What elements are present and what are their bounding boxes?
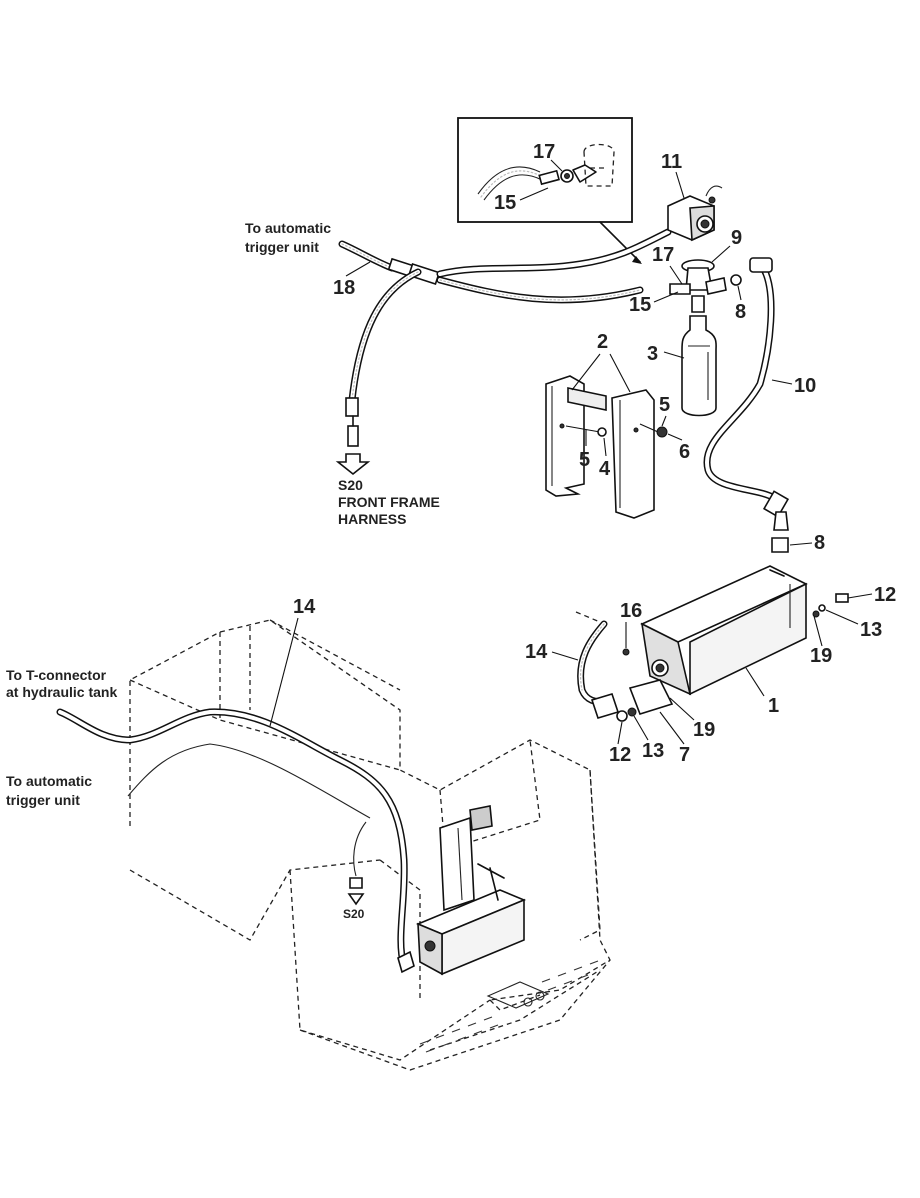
label-t-connector-2: at hydraulic tank xyxy=(6,684,117,700)
sensor-11 xyxy=(667,185,723,242)
bracket-2 xyxy=(545,375,668,519)
callout-4: 4 xyxy=(599,458,611,480)
step-grille xyxy=(419,960,599,1053)
callout-17: 17 xyxy=(652,244,674,266)
callout-1: 1 xyxy=(768,695,779,717)
callout-14-left: 14 xyxy=(293,596,316,618)
text-labels: To automatic trigger unit S20 FRONT FRAM… xyxy=(6,220,440,921)
label-front-frame: FRONT FRAME xyxy=(338,494,440,510)
valve-9 xyxy=(669,259,742,313)
callout-6: 6 xyxy=(679,441,690,463)
label-s20: S20 xyxy=(338,477,363,493)
hose-10 xyxy=(703,257,790,553)
label-t-connector-1: To T-connector xyxy=(6,667,107,683)
callout-16: 16 xyxy=(620,600,642,622)
callouts: 1 2 3 4 5 5 6 7 8 8 9 10 11 12 12 13 13 … xyxy=(269,151,896,766)
callout-19-left: 19 xyxy=(693,719,715,741)
trigger-hoses xyxy=(335,228,672,476)
callout-8-upper: 8 xyxy=(735,301,746,323)
label-to-trigger-bottom-1: To automatic xyxy=(6,773,92,789)
callout-13-left: 13 xyxy=(642,740,664,762)
hose-14-detail xyxy=(575,611,620,719)
label-to-trigger-top-1: To automatic xyxy=(245,220,331,236)
callout-5-lower: 5 xyxy=(579,449,590,471)
callout-17-inset: 17 xyxy=(533,141,555,163)
callout-13-right: 13 xyxy=(860,619,882,641)
callout-8-lower: 8 xyxy=(814,532,825,554)
callout-10: 10 xyxy=(794,375,816,397)
bottle-3 xyxy=(681,315,717,417)
callout-3: 3 xyxy=(647,343,658,365)
callout-12-right: 12 xyxy=(874,584,896,606)
callout-7: 7 xyxy=(679,744,690,766)
machine-outline xyxy=(129,619,611,1071)
callout-15: 15 xyxy=(629,294,651,316)
tank-1 xyxy=(616,565,849,722)
label-to-trigger-top-2: trigger unit xyxy=(245,239,319,255)
label-harness: HARNESS xyxy=(338,511,406,527)
callout-19-right: 19 xyxy=(810,645,832,667)
inset-leader xyxy=(599,221,641,263)
callout-11: 11 xyxy=(661,151,682,173)
callout-15-inset: 15 xyxy=(494,192,516,214)
callout-9: 9 xyxy=(731,227,742,249)
detail-inset: 17 15 xyxy=(457,117,642,264)
callout-5-upper: 5 xyxy=(659,394,670,416)
callout-14-right: 14 xyxy=(525,641,548,663)
label-to-trigger-bottom-2: trigger unit xyxy=(6,792,80,808)
machine-hoses xyxy=(56,708,408,970)
callout-2: 2 xyxy=(597,331,608,353)
label-s20-small: S20 xyxy=(343,907,365,921)
callout-12-left: 12 xyxy=(609,744,631,766)
machine-tank xyxy=(397,805,527,976)
callout-18: 18 xyxy=(333,277,355,299)
